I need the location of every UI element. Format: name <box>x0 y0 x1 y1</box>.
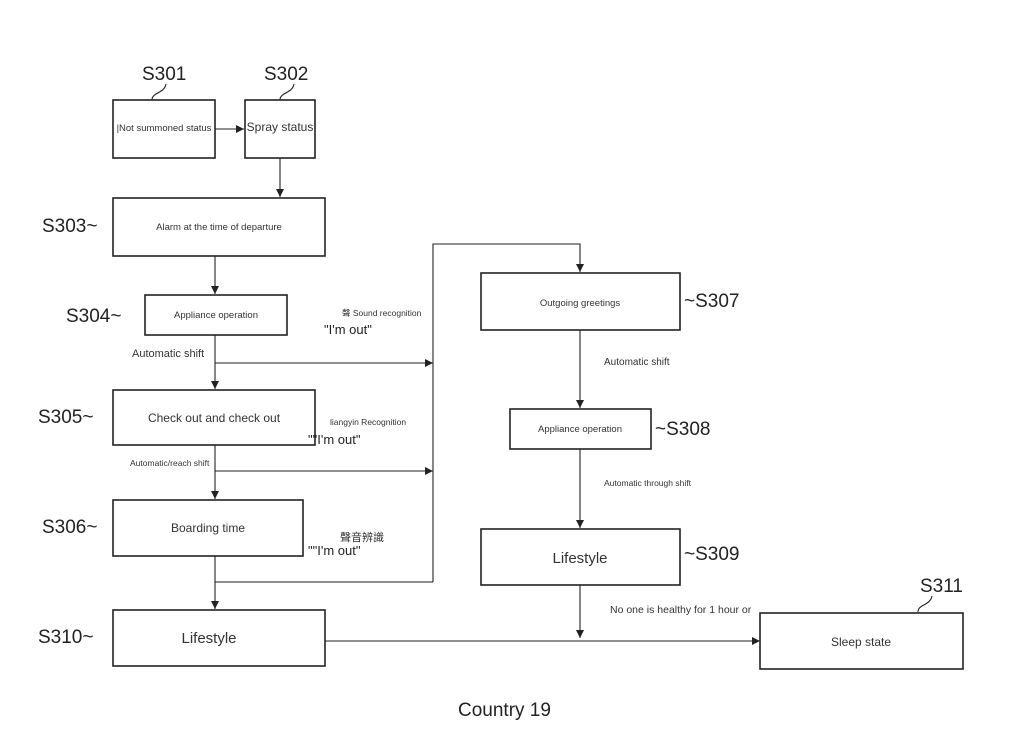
step-id-s301: S301 <box>142 64 186 85</box>
transition-labels: Automatic shift Automatic/reach shift Au… <box>130 348 752 616</box>
step-label: Outgoing greetings <box>540 298 621 309</box>
step-label: Spray status <box>247 120 314 134</box>
step-id-s309: ~S309 <box>684 544 739 565</box>
step-id-s308: ~S308 <box>655 419 710 440</box>
step-ids: S301 S302 S303~ S304~ S305~ S306~ S310~ … <box>38 64 963 648</box>
step-s310: Lifestyle <box>112 609 326 667</box>
step-label: Alarm at the time of departure <box>156 222 282 233</box>
leader-s311 <box>917 595 933 613</box>
step-label: Lifestyle <box>181 630 236 647</box>
transition-label-1: Automatic shift <box>132 348 204 360</box>
step-id-s302: S302 <box>264 64 308 85</box>
step-label: Boarding time <box>171 521 245 535</box>
voice-quote-2: ""I'm out" <box>308 432 361 447</box>
voice-labels: 聲 Sound recognition "I'm out" liangyin R… <box>308 308 422 558</box>
step-id-s306: S306~ <box>42 517 97 538</box>
step-s304: Appliance operation <box>144 294 288 336</box>
voice-quote-3: ""I'm out" <box>308 543 361 558</box>
step-id-s303: S303~ <box>42 216 97 237</box>
step-label: Lifestyle <box>552 550 607 567</box>
step-s306: Boarding time <box>112 499 304 557</box>
step-s305: Check out and check out <box>112 389 316 446</box>
transition-label-4: Automatic through shift <box>604 478 692 488</box>
voice-label-1: 聲 Sound recognition <box>342 308 422 318</box>
step-id-s305: S305~ <box>38 407 93 428</box>
bus-to-s307 <box>432 243 584 582</box>
step-s311: Sleep state <box>759 612 964 670</box>
transition-label-5: No one is healthy for 1 hour or <box>610 604 752 616</box>
step-label: |Not summoned status <box>117 123 212 134</box>
voice-label-2: liangyin Recognition <box>330 417 406 427</box>
step-s308: Appliance operation <box>509 408 652 450</box>
step-id-s304: S304~ <box>66 306 121 327</box>
leader-s302 <box>279 83 295 101</box>
step-s309: Lifestyle <box>480 528 681 586</box>
voice-quote-1: "I'm out" <box>324 322 372 337</box>
connectors <box>151 83 933 645</box>
figure-caption: Country 19 <box>458 700 551 721</box>
voice-label-3: 聲音辨識 <box>340 530 384 544</box>
leader-s301 <box>151 83 167 101</box>
step-label: Appliance operation <box>538 424 622 435</box>
step-id-s310: S310~ <box>38 627 93 648</box>
step-id-s307: ~S307 <box>684 291 739 312</box>
transition-label-3: Automatic shift <box>604 357 670 368</box>
step-s307: Outgoing greetings <box>480 272 681 331</box>
step-s303: Alarm at the time of departure <box>112 197 326 257</box>
step-id-s311: S311 <box>920 576 963 597</box>
transition-label-2: Automatic/reach shift <box>130 458 210 468</box>
step-s301: |Not summoned status <box>112 99 216 159</box>
step-label: Appliance operation <box>174 310 258 321</box>
step-s302: Spray status <box>244 99 316 159</box>
step-label: Check out and check out <box>148 411 281 425</box>
step-label: Sleep state <box>831 635 891 649</box>
